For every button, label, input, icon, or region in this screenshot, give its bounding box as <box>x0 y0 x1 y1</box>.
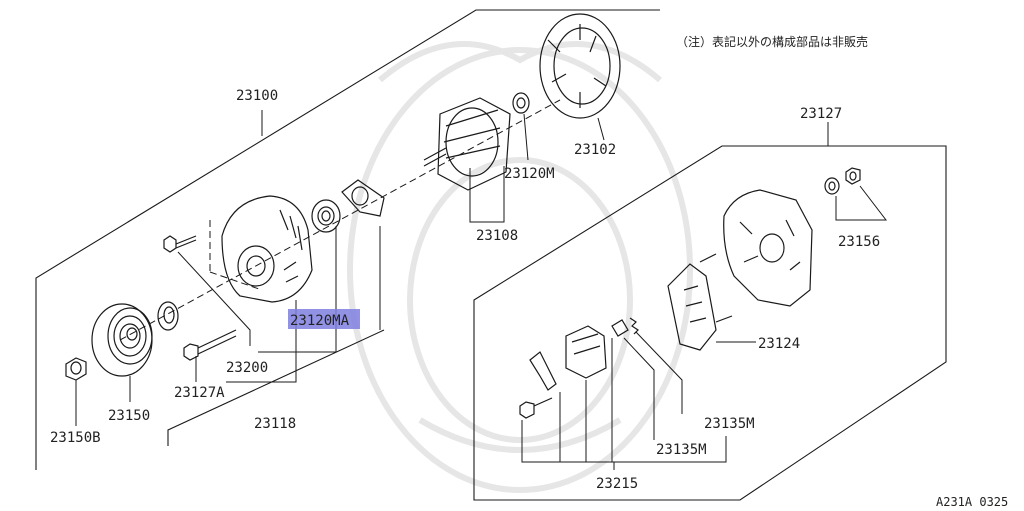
part-label-23100[interactable]: 23100 <box>236 88 278 104</box>
main-assembly-frame <box>35 9 660 470</box>
rear-assembly-frame <box>473 145 947 501</box>
regulator-bracket <box>529 351 557 391</box>
part-label-23200[interactable]: 23200 <box>226 360 268 376</box>
through-bolt <box>163 235 197 253</box>
pulley <box>91 303 153 377</box>
part-label-23118[interactable]: 23118 <box>254 416 296 432</box>
selected-part-highlight <box>288 309 360 329</box>
part-label-23150b[interactable]: 23150B <box>50 430 101 446</box>
spacer-washer <box>157 301 179 331</box>
terminal-nut <box>845 167 861 185</box>
part-label-23108[interactable]: 23108 <box>476 228 518 244</box>
rotor <box>423 97 511 191</box>
part-label-23215[interactable]: 23215 <box>596 476 638 492</box>
drawing-code: A231A 0325 <box>936 495 1008 509</box>
part-label-23124[interactable]: 23124 <box>758 336 800 352</box>
assembly-axis <box>119 99 561 341</box>
part-label-23135m-lower[interactable]: 23135M <box>656 442 707 458</box>
part-label-23127[interactable]: 23127 <box>800 106 842 122</box>
stator <box>539 13 621 119</box>
watermark-emblem <box>347 41 693 493</box>
brush-spring <box>629 317 639 335</box>
rectifier <box>667 253 733 351</box>
part-label-23120ma[interactable]: 23120MA <box>290 313 350 329</box>
rear-housing <box>723 189 813 307</box>
terminal-washer <box>824 177 840 195</box>
part-label-23127a[interactable]: 23127A <box>174 385 225 401</box>
part-label-23150[interactable]: 23150 <box>108 408 150 424</box>
front-bearing <box>311 199 341 233</box>
part-label-23102[interactable]: 23102 <box>574 142 616 158</box>
rotor-bearing <box>512 92 530 114</box>
regulator-screw <box>519 397 553 419</box>
front-housing <box>221 195 313 303</box>
parts-note: （注）表記以外の構成部品は非販売 <box>676 34 868 49</box>
part-label-23135m-upper[interactable]: 23135M <box>704 416 755 432</box>
part-label-23120m[interactable]: 23120M <box>504 166 555 182</box>
part-label-23156[interactable]: 23156 <box>838 234 880 250</box>
housing-bolt <box>183 329 237 361</box>
bearing-retainer <box>341 179 385 217</box>
regulator <box>565 325 607 379</box>
brush <box>611 319 629 337</box>
leader-lines <box>75 110 888 470</box>
pulley-nut <box>65 357 87 381</box>
